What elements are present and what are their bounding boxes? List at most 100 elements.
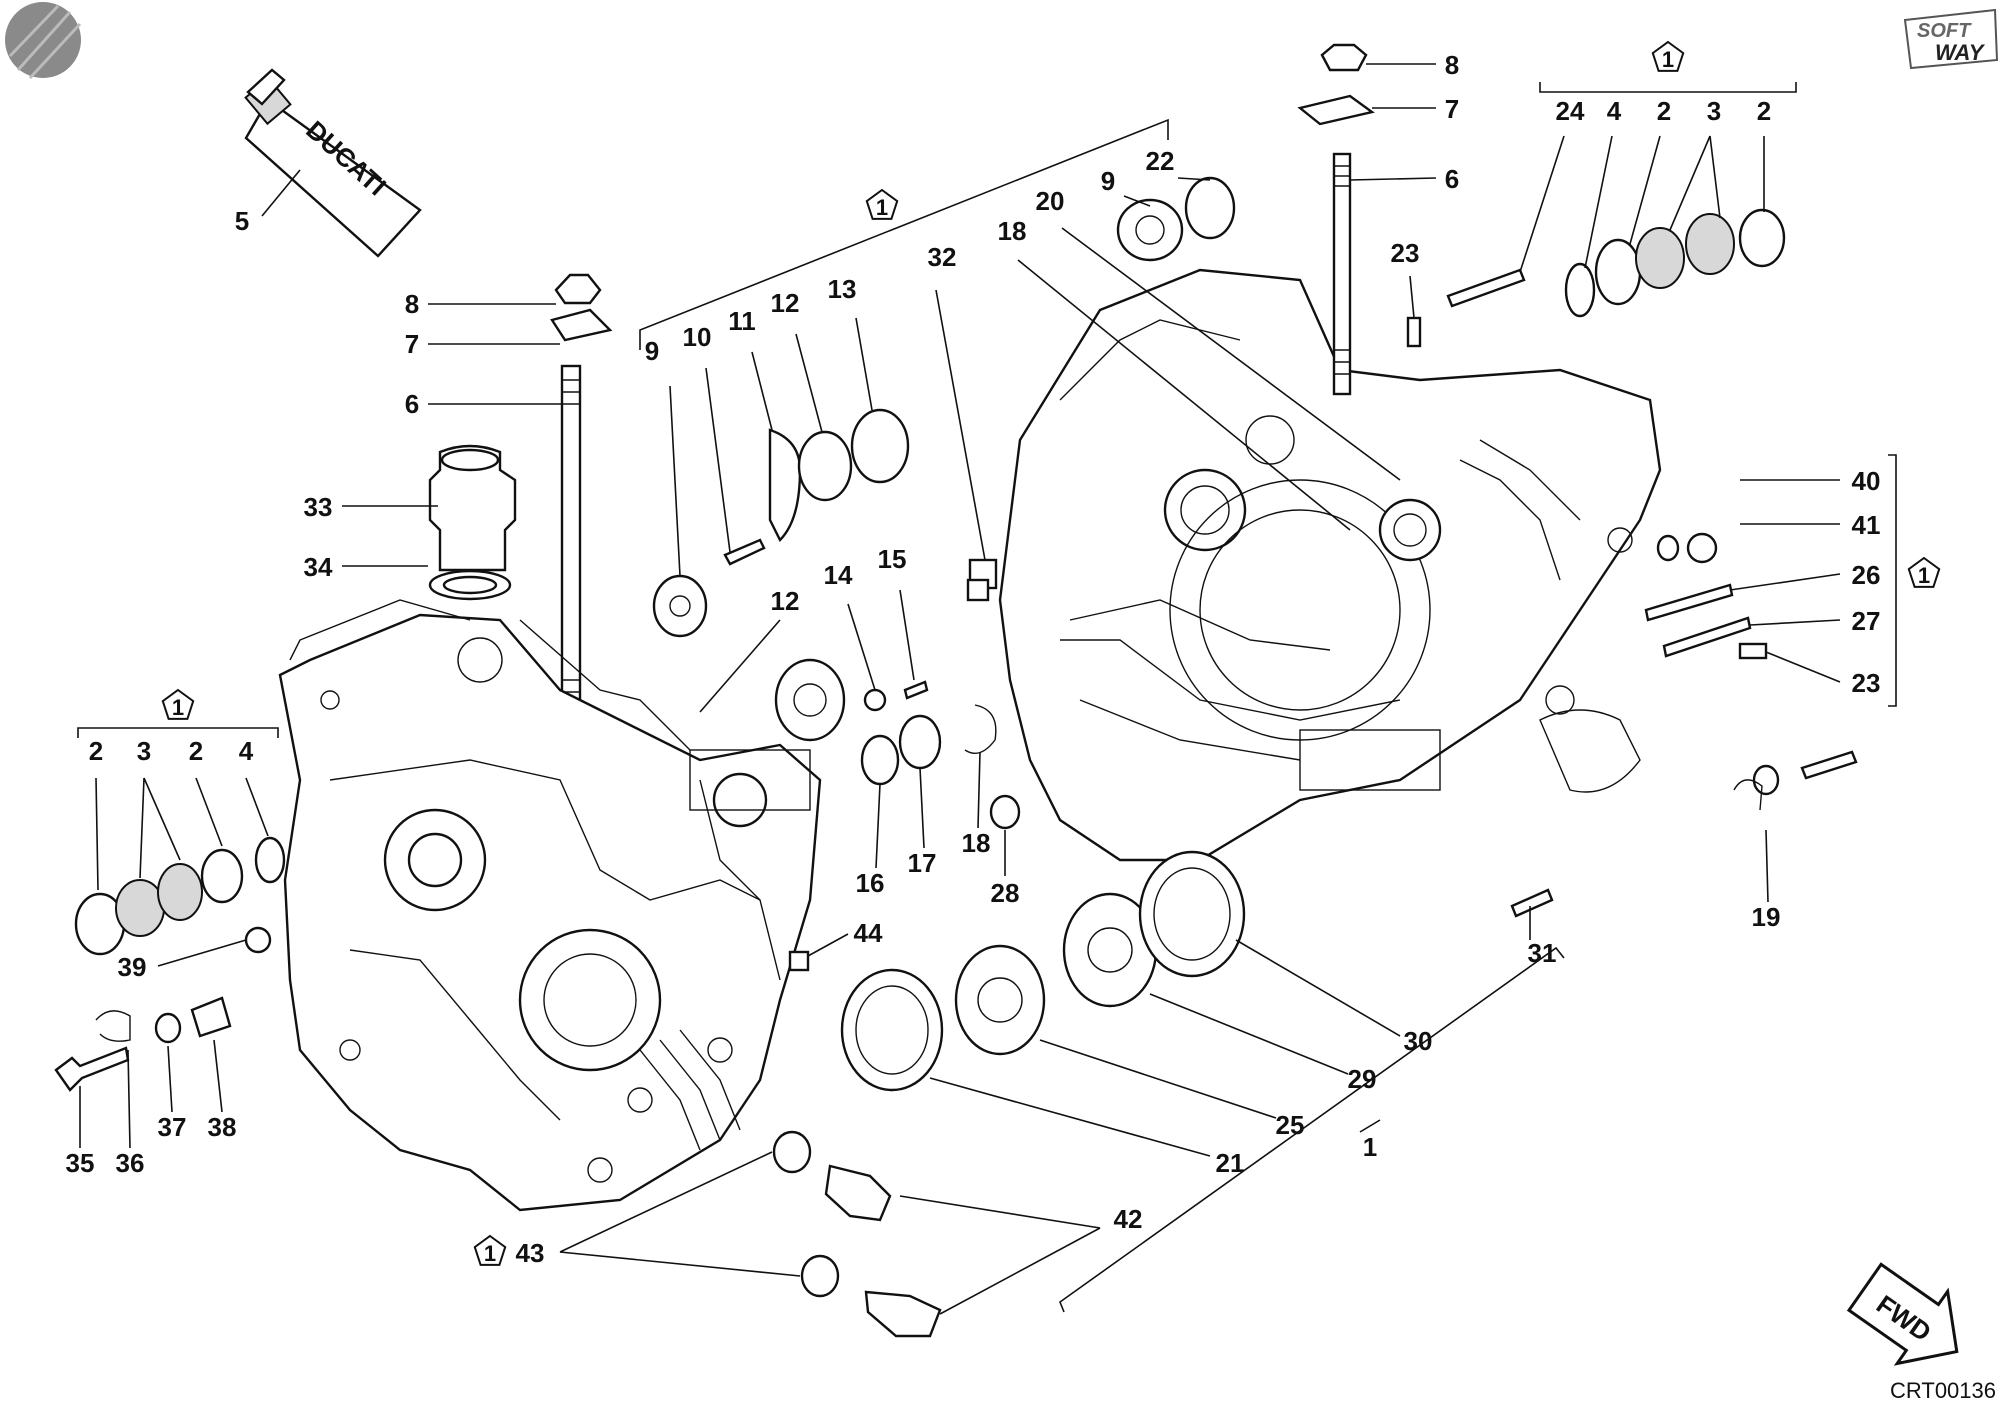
callout-label-35: 35 — [66, 1148, 95, 1178]
callout-label-28: 28 — [991, 878, 1020, 908]
leader-line-21 — [929, 1077, 1211, 1157]
leader-line-2 — [1629, 135, 1661, 245]
leader-line-32 — [935, 289, 986, 561]
callout-label-41: 41 — [1852, 510, 1881, 540]
callout-label-20: 20 — [1036, 186, 1065, 216]
leader-line-11 — [751, 351, 773, 431]
leader-line-23 — [1409, 275, 1415, 319]
leader-line-3 — [143, 777, 181, 861]
callout-label-11: 11 — [728, 306, 756, 336]
callout-label-14: 14 — [824, 560, 853, 590]
drawing-code: CRT00136 — [1890, 1378, 1996, 1403]
callout-label-17: 17 — [908, 848, 937, 878]
callout-label-9: 9 — [1101, 166, 1115, 196]
callout-label-12: 12 — [771, 288, 800, 318]
leader-line-12 — [795, 333, 823, 433]
kit-marker-4: 1 — [1907, 556, 1941, 588]
leader-line-22 — [1177, 177, 1211, 181]
logo-line2: WAY — [1935, 40, 1986, 65]
leader-line-38 — [213, 1039, 223, 1113]
callout-label-4: 4 — [239, 736, 254, 766]
kit-bracket-3 — [77, 727, 279, 738]
leader-line-3 — [1669, 135, 1711, 231]
callout-label-37: 37 — [158, 1112, 187, 1142]
right-crankcase-half — [998, 268, 1662, 862]
logo-line1: SOFT — [1917, 20, 1972, 42]
kit-bracket-1 — [639, 118, 1169, 350]
leader-line-1 — [1359, 1119, 1381, 1133]
callout-label-16: 16 — [856, 868, 885, 898]
callout-label-5: 5 — [235, 206, 249, 236]
callout-label-40: 40 — [1852, 466, 1881, 496]
kit-marker-text: 1 — [1662, 47, 1674, 72]
callout-leaders — [79, 63, 1841, 1315]
leader-line-2 — [195, 777, 223, 847]
kit-bracket-5 — [1059, 946, 1565, 1313]
callout-label-13: 13 — [828, 274, 857, 304]
leader-line-9 — [669, 385, 681, 577]
leader-line-4 — [245, 777, 269, 837]
right-stud-assembly — [1297, 43, 1375, 396]
softway-logo: SOFT WAY — [1903, 8, 1999, 70]
leader-line-43 — [559, 1251, 801, 1277]
leader-line-6 — [1349, 177, 1437, 181]
leader-line-25 — [1039, 1039, 1277, 1119]
callout-label-15: 15 — [878, 544, 907, 574]
leader-line-42 — [939, 1227, 1101, 1315]
leader-line-24 — [1519, 135, 1565, 273]
kit-marker-text: 1 — [484, 1241, 496, 1266]
leader-line-43 — [559, 1151, 773, 1253]
callout-label-3: 3 — [1707, 96, 1721, 126]
bearing-parts — [54, 176, 1858, 1338]
leader-line-42 — [899, 1195, 1101, 1229]
leader-line-13 — [855, 317, 873, 411]
callout-label-18: 18 — [998, 216, 1027, 246]
leader-line-36 — [127, 1049, 131, 1149]
leader-line-37 — [167, 1045, 173, 1113]
callout-label-6: 6 — [1445, 164, 1459, 194]
callout-label-34: 34 — [304, 552, 333, 582]
leader-line-16 — [875, 783, 881, 869]
callout-label-29: 29 — [1348, 1064, 1377, 1094]
leader-line-4 — [1584, 135, 1613, 269]
leader-line-3 — [139, 777, 145, 879]
callout-label-7: 7 — [1445, 94, 1459, 124]
left-crankcase-half — [278, 599, 822, 1212]
leader-line-18 — [1017, 259, 1351, 531]
kit-marker-text: 1 — [172, 695, 184, 720]
leader-line-27 — [1749, 619, 1841, 626]
callout-label-4: 4 — [1607, 96, 1622, 126]
leader-line-17 — [919, 767, 925, 849]
leader-line-5 — [261, 169, 301, 217]
leader-line-30 — [1235, 939, 1401, 1037]
callout-label-9: 9 — [645, 336, 659, 366]
callout-label-42: 42 — [1114, 1204, 1143, 1234]
leader-line-14 — [847, 603, 876, 691]
leader-line-29 — [1149, 993, 1349, 1075]
callout-label-33: 33 — [304, 492, 333, 522]
callout-label-2: 2 — [1657, 96, 1671, 126]
callout-label-44: 44 — [854, 918, 883, 948]
callout-label-32: 32 — [928, 242, 957, 272]
leader-line-9 — [1123, 195, 1151, 207]
leader-line-2 — [95, 777, 99, 891]
callout-label-10: 10 — [683, 322, 712, 352]
callout-label-18: 18 — [962, 828, 991, 858]
callout-label-24: 24 — [1556, 96, 1585, 126]
callout-label-43: 43 — [516, 1238, 545, 1268]
corner-disc-icon — [5, 2, 82, 80]
kit-marker-5: 1 — [473, 1234, 507, 1266]
callout-label-8: 8 — [1445, 50, 1459, 80]
callout-label-12: 12 — [771, 586, 800, 616]
kit-marker-3: 1 — [161, 688, 195, 720]
callout-label-26: 26 — [1852, 560, 1881, 590]
kit-bracket-4 — [1888, 454, 1897, 707]
callout-label-23: 23 — [1852, 668, 1881, 698]
leader-line-19 — [1765, 829, 1769, 903]
leader-line-15 — [899, 589, 915, 681]
callout-label-38: 38 — [208, 1112, 237, 1142]
callout-label-21: 21 — [1216, 1148, 1245, 1178]
